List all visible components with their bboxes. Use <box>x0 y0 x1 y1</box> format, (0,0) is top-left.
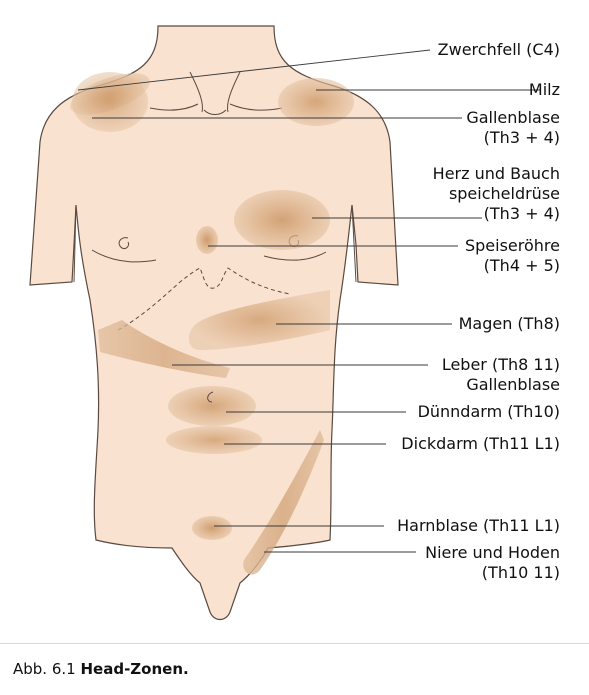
caption-title: Head-Zonen. <box>80 660 189 678</box>
label-line: Niere und Hoden <box>425 543 560 562</box>
label-zwerchfell: Zwerchfell (C4) <box>438 40 560 60</box>
label-line: (Th3 + 4) <box>483 204 560 223</box>
caption-divider <box>0 643 589 644</box>
nipple-left <box>118 237 129 249</box>
label-magen: Magen (Th8) <box>459 314 560 334</box>
label-line: Leber (Th8 11) <box>441 355 560 374</box>
label-leber: Leber (Th8 11) Gallenblase <box>442 355 560 395</box>
label-line: Gallenblase <box>466 108 560 127</box>
label-line: speicheldrüse <box>448 184 560 203</box>
label-line: Milz <box>528 80 560 99</box>
rib-arch <box>117 267 291 331</box>
label-line: Speiseröhre <box>464 236 560 255</box>
clavicle-right <box>229 103 283 111</box>
label-line: Gallenblase <box>466 375 560 394</box>
label-dickdarm: Dickdarm (Th11 L1) <box>401 434 560 454</box>
zone-milz <box>278 78 354 126</box>
zone-herz <box>234 190 330 250</box>
label-line: (Th10 11) <box>481 563 560 582</box>
zone-harnblase <box>192 516 232 540</box>
label-line: Zwerchfell (C4) <box>437 40 560 59</box>
zone-duenndarm <box>168 386 256 426</box>
duenndarm-navel <box>207 391 214 403</box>
label-milz: Milz <box>529 80 560 100</box>
label-line: (Th3 + 4) <box>483 128 560 147</box>
pectoral-right <box>263 251 327 261</box>
zone-gallenblase-shoulder <box>72 72 148 132</box>
label-line: Dickdarm (Th11 L1) <box>401 434 560 453</box>
zone-leber <box>98 320 230 378</box>
zone-speiseroehre <box>196 226 218 254</box>
leader-lines <box>77 49 540 553</box>
figure-caption: Abb. 6.1 Head-Zonen. <box>13 660 189 678</box>
leader-zwerchfell <box>77 49 431 91</box>
label-duenndarm: Dünndarm (Th10) <box>418 402 560 422</box>
label-line: Dünndarm (Th10) <box>417 402 560 421</box>
jugular-notch <box>203 109 227 115</box>
clavicle-left <box>149 103 199 111</box>
label-speiseroehre: Speiseröhre (Th4 + 5) <box>465 236 560 276</box>
label-line: Harnblase (Th11 L1) <box>397 516 560 535</box>
label-herz: Herz und Bauch speicheldrüse (Th3 + 4) <box>433 164 560 224</box>
label-line: Magen (Th8) <box>458 314 560 333</box>
arm-line-left <box>73 204 77 283</box>
label-line: Herz und Bauch <box>432 164 560 183</box>
zone-niere <box>243 430 324 575</box>
zone-magen <box>188 290 330 350</box>
label-line: (Th4 + 5) <box>483 256 560 275</box>
zone-dickdarm <box>166 426 262 454</box>
label-gallenblase-shoulder: Gallenblase (Th3 + 4) <box>466 108 560 148</box>
caption-number: Abb. 6.1 <box>13 660 76 678</box>
label-harnblase: Harnblase (Th11 L1) <box>397 516 560 536</box>
pectoral-left <box>91 249 157 263</box>
label-niere: Niere und Hoden (Th10 11) <box>425 543 560 583</box>
neck-line-right <box>227 71 241 113</box>
